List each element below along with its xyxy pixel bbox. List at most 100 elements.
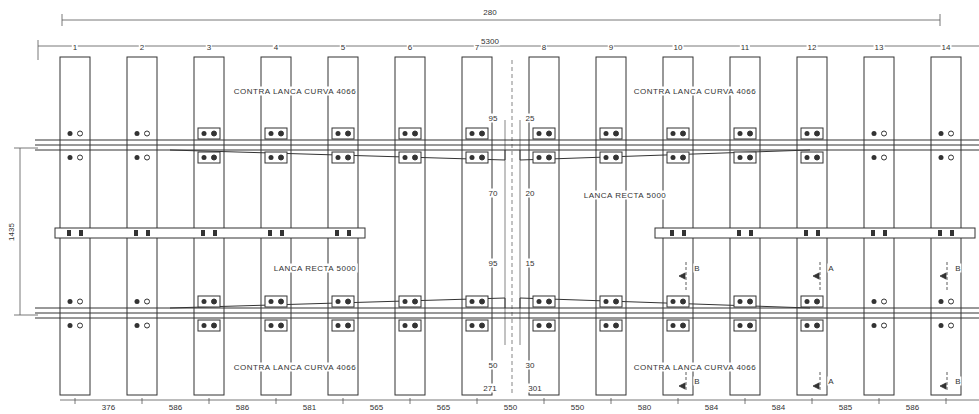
baseplate [332, 320, 354, 331]
dim-tick [75, 398, 76, 404]
bolt [604, 131, 609, 136]
bolt [815, 299, 820, 304]
dim-tick [544, 398, 545, 404]
bolt [202, 131, 207, 136]
plate-bolt [737, 230, 741, 236]
bolt [470, 131, 475, 136]
dim-tick [946, 398, 947, 404]
bolt [671, 155, 676, 160]
section-line [820, 372, 821, 392]
bolt [815, 131, 820, 136]
baseplate [600, 128, 622, 139]
dimension: 30 [525, 361, 536, 370]
plate-bolt [871, 230, 875, 236]
baseplate [801, 320, 823, 331]
bolt [882, 323, 887, 328]
dimension: 5300 [480, 37, 500, 46]
section-arrow [679, 383, 685, 389]
part-name: CONTRA LANCA CURVA 4066 [633, 363, 757, 372]
bolt [413, 155, 418, 160]
bolt [346, 323, 351, 328]
sleeper [194, 57, 224, 395]
sleepers [60, 57, 961, 395]
bolt [738, 299, 743, 304]
dim-tick [410, 398, 411, 404]
bolt [68, 155, 73, 160]
dimension: 271 [482, 384, 497, 393]
baseplate [533, 128, 555, 139]
plate-bolt [79, 230, 83, 236]
baseplate [801, 128, 823, 139]
baseplate [734, 320, 756, 331]
bolt [614, 299, 619, 304]
section-letter: B [954, 264, 961, 273]
bolt [135, 323, 140, 328]
bolt [872, 155, 877, 160]
bolt [537, 131, 542, 136]
bolt [202, 323, 207, 328]
baseplate [600, 152, 622, 163]
plate-bolt [213, 230, 217, 236]
bolt [805, 131, 810, 136]
baseplate [399, 128, 421, 139]
bolt [269, 155, 274, 160]
bolt [748, 323, 753, 328]
bolt [872, 323, 877, 328]
dim-tick [745, 398, 746, 404]
section-line [686, 372, 687, 392]
sleeper-number: 13 [874, 43, 885, 52]
dimension: 586 [905, 403, 920, 412]
bolt [212, 299, 217, 304]
baseplate [533, 296, 555, 307]
section-letter: B [693, 264, 700, 273]
sleeper-number: 3 [206, 43, 212, 52]
bolt [135, 131, 140, 136]
dimension: 95 [488, 114, 499, 123]
bolt [145, 155, 150, 160]
baseplate [198, 320, 220, 331]
bolt [882, 131, 887, 136]
baseplate [399, 296, 421, 307]
bolt [939, 155, 944, 160]
bolt [346, 131, 351, 136]
sleeper [462, 57, 492, 395]
bolt [212, 323, 217, 328]
baseplate [265, 296, 287, 307]
bolt [336, 299, 341, 304]
sleeper-number: 14 [941, 43, 952, 52]
bolt [614, 323, 619, 328]
bolt [480, 131, 485, 136]
bolt [470, 299, 475, 304]
bolt [882, 155, 887, 160]
bolt [68, 299, 73, 304]
bolt [805, 299, 810, 304]
part-name: LANCA RECTA 5000 [273, 264, 358, 273]
bolt [547, 155, 552, 160]
bolt [78, 131, 83, 136]
section-marks [679, 262, 947, 392]
sleeper [931, 57, 961, 395]
plate-bolt [146, 230, 150, 236]
dimension: 376 [101, 403, 116, 412]
plate-bolt [749, 230, 753, 236]
baseplate [198, 152, 220, 163]
plate-bolt [682, 230, 686, 236]
baseplate [332, 296, 354, 307]
bolt [135, 299, 140, 304]
bolt [403, 155, 408, 160]
sleeper-number: 12 [807, 43, 818, 52]
bolt [470, 155, 475, 160]
bolt [480, 155, 485, 160]
sleeper-number: 11 [740, 43, 750, 52]
bolt [336, 155, 341, 160]
dim-tick [343, 398, 344, 404]
sleeper [328, 57, 358, 395]
part-name: CONTRA LANCA CURVA 4066 [233, 87, 357, 96]
bolt [480, 299, 485, 304]
sleeper-number: 5 [340, 43, 346, 52]
plate-bolt [268, 230, 272, 236]
bolt [671, 323, 676, 328]
bolt [614, 155, 619, 160]
